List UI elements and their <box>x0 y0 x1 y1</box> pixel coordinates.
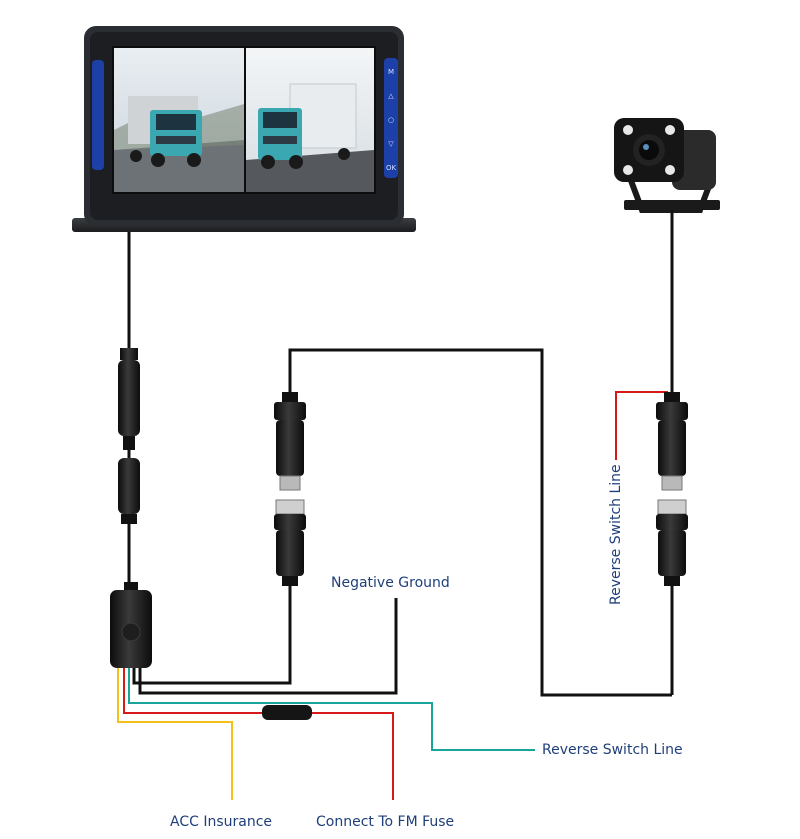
button-m[interactable]: M <box>388 68 394 76</box>
left-accent-strip <box>92 60 104 170</box>
button-strip <box>384 58 398 178</box>
connector-pin-icon <box>279 475 301 491</box>
monitor: M △ ○ ▽ OK <box>72 26 416 232</box>
red-wire-fuse <box>123 668 394 800</box>
monitor-cable-plug <box>118 348 140 524</box>
yellow-wire-acc <box>117 668 233 800</box>
junction-box <box>110 582 152 668</box>
button-power[interactable]: ○ <box>388 116 394 124</box>
middle-aviation-connector <box>274 392 306 586</box>
button-ok[interactable]: OK <box>386 164 397 172</box>
truck-left-icon <box>128 96 202 167</box>
monitor-buttons: M △ ○ ▽ OK <box>386 68 397 172</box>
camera-lens-icon <box>639 140 659 160</box>
button-down[interactable]: ▽ <box>388 140 394 148</box>
speaker-grille-icon <box>121 622 141 642</box>
label-negative-ground: Negative Ground <box>331 575 450 591</box>
label-reverse-switch-line-bottom: Reverse Switch Line <box>542 742 683 758</box>
truck-right-icon <box>258 83 357 169</box>
inline-fuse-holder <box>262 705 312 720</box>
camera-aviation-connector <box>656 392 688 586</box>
red-wire-camera <box>615 391 668 460</box>
monitor-screen <box>112 46 376 194</box>
colored-wires <box>117 391 668 800</box>
ir-led-icon <box>623 125 633 135</box>
teal-wire-reverse <box>128 668 535 751</box>
label-reverse-switch-line-vertical: Reverse Switch Line <box>608 464 624 605</box>
button-up[interactable]: △ <box>388 92 394 100</box>
label-acc-insurance: ACC Insurance <box>170 814 272 830</box>
label-connect-fm-fuse: Connect To FM Fuse <box>316 814 454 830</box>
black-cables <box>127 210 674 697</box>
camera <box>614 118 720 213</box>
